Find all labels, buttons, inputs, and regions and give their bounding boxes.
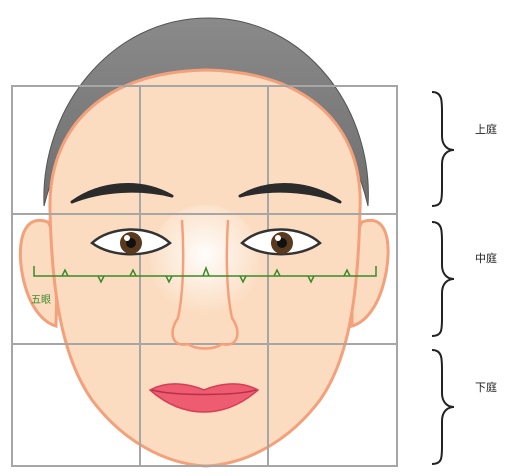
nose-highlight <box>150 205 260 315</box>
brace-lower <box>432 350 454 464</box>
middle-court-label: 中庭 <box>475 250 497 266</box>
five-eyes-label: 五眼 <box>31 291 51 306</box>
upper-court-label: 上庭 <box>475 121 497 137</box>
lower-court-label: 下庭 <box>475 379 497 395</box>
brace-middle <box>432 222 454 336</box>
brace-upper <box>432 92 454 206</box>
